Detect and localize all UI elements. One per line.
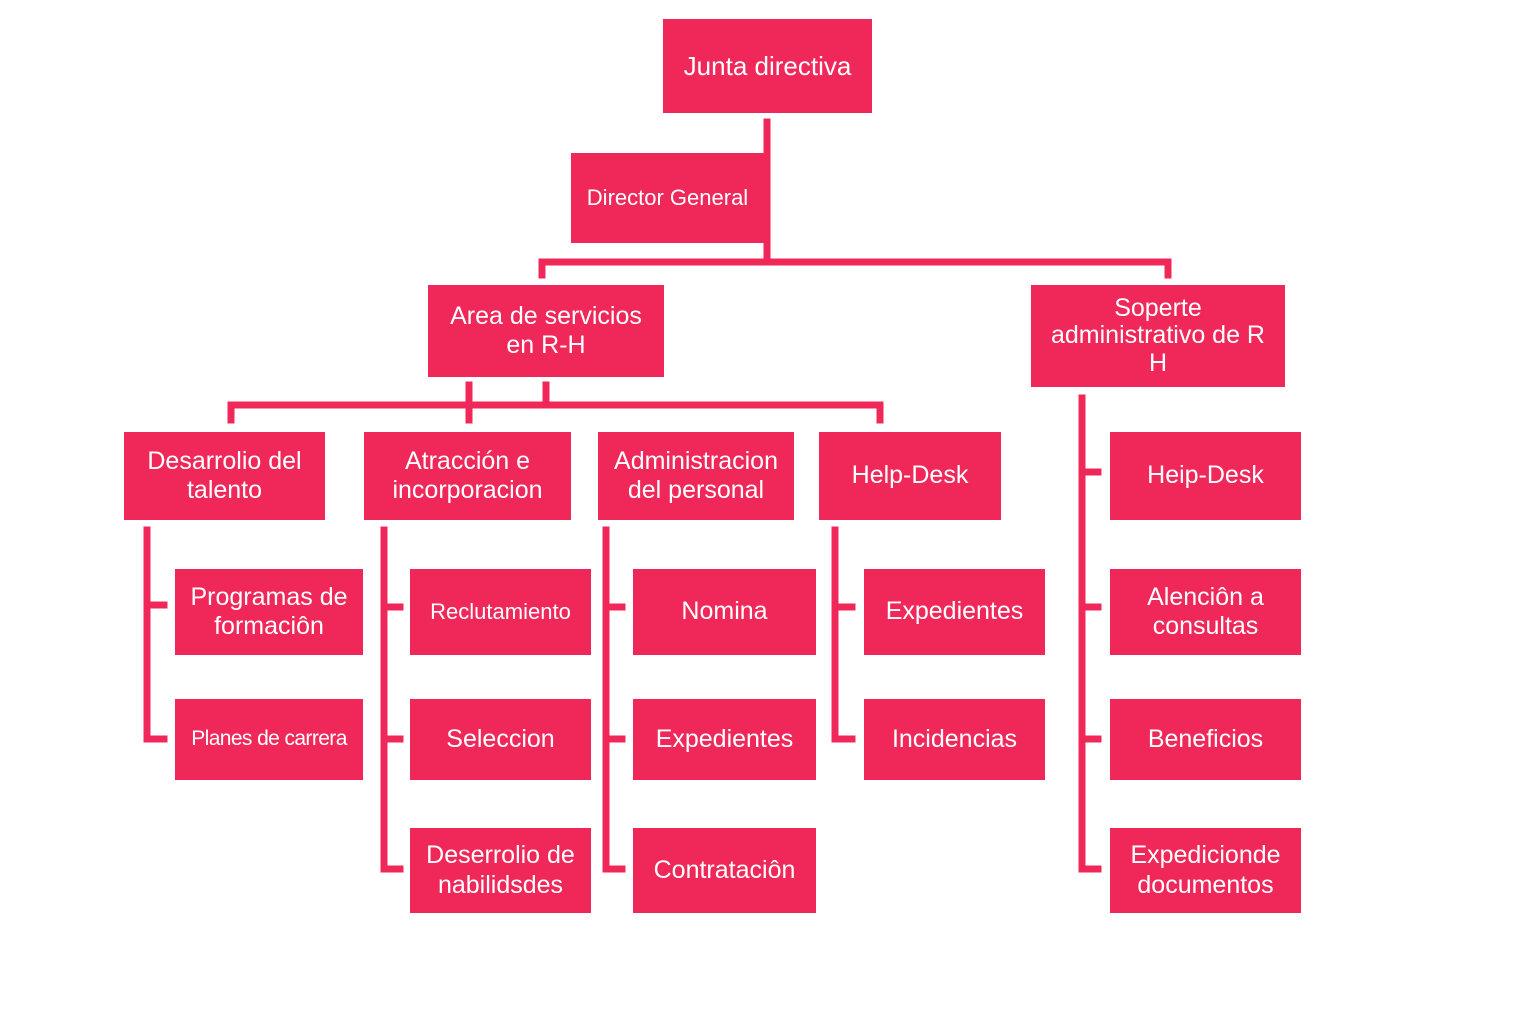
- node-seleccion: Seleccion: [410, 699, 591, 780]
- node-soporte-administrativo-rh: Soperte administrativo de R H: [1031, 285, 1285, 387]
- node-incidencias: Incidencias: [864, 699, 1045, 780]
- node-expedientes-help: Expedientes: [864, 569, 1045, 655]
- node-planes-carrera: Planes de carrera: [175, 699, 363, 780]
- node-director-general: Director General: [571, 153, 764, 243]
- node-junta-directiva: Junta directiva: [663, 19, 872, 113]
- node-beneficios: Beneficios: [1110, 699, 1301, 780]
- node-desarrollo-talento: Desarrolio del talento: [124, 432, 325, 520]
- node-reclutamiento: Reclutamiento: [410, 569, 591, 655]
- node-administracion-personal: Administracion del personal: [598, 432, 794, 520]
- node-contratacion: Contrataciôn: [633, 828, 816, 913]
- node-desarrollo-habilidades: Deserrolio de nabilidsdes: [410, 828, 591, 913]
- node-nomina: Nomina: [633, 569, 816, 655]
- node-atraccion-incorporacion: Atracción e incorporacion: [364, 432, 571, 520]
- node-atencion-consultas: Alenciôn a consultas: [1110, 569, 1301, 655]
- node-area-servicios-rh: Area de servicios en R-H: [428, 285, 664, 377]
- node-help-desk: Help-Desk: [819, 432, 1001, 520]
- node-programas-formacion: Programas de formaciôn: [175, 569, 363, 655]
- node-heip-desk: Heip-Desk: [1110, 432, 1301, 520]
- node-expedicion-documentos: Expedicionde documentos: [1110, 828, 1301, 913]
- node-expedientes-admin: Expedientes: [633, 699, 816, 780]
